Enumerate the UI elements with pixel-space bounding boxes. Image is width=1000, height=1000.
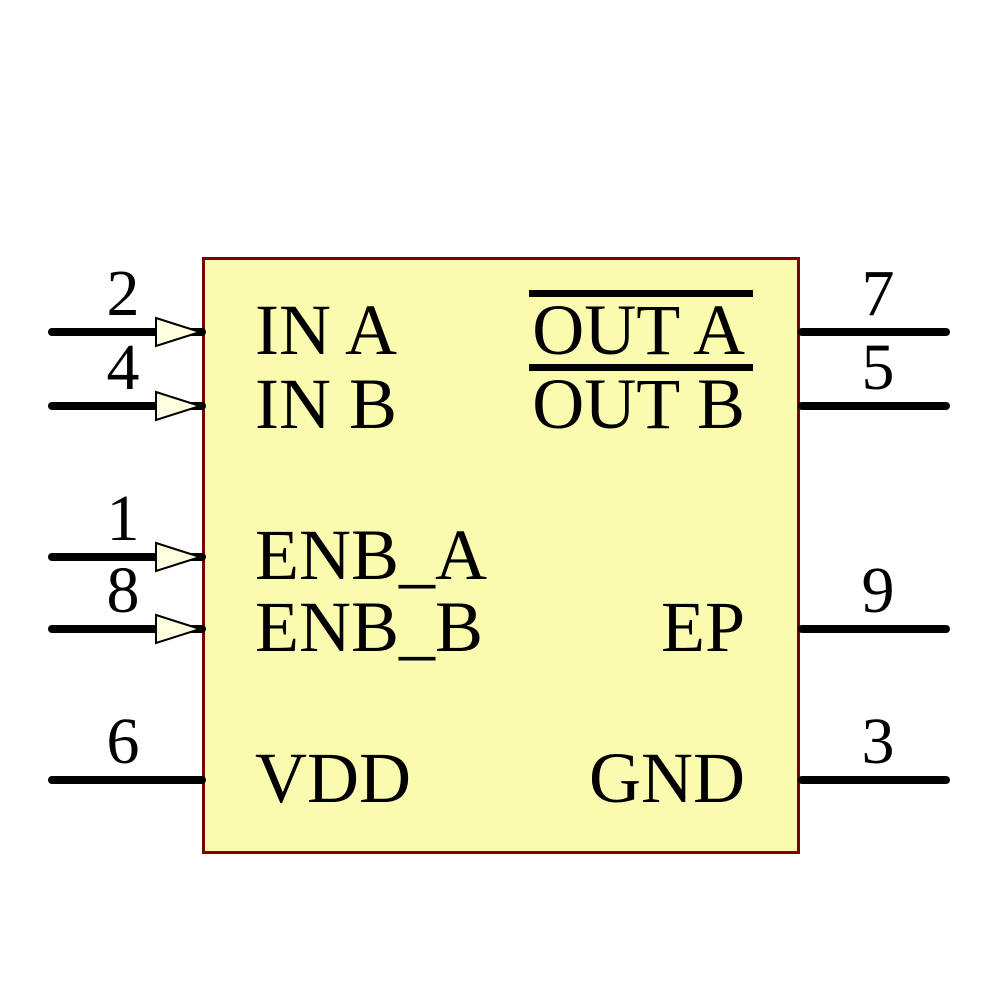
- pin-5-number: 5: [861, 331, 895, 404]
- component-body: [202, 257, 800, 854]
- pin-label-in-a: IN A: [255, 290, 397, 370]
- pin-8-number: 8: [106, 554, 140, 627]
- pin-label-out-a: OUT A: [529, 290, 753, 370]
- pin-6-number: 6: [106, 705, 140, 778]
- pin-2-line: [48, 328, 206, 336]
- pin-7-number: 7: [861, 257, 895, 330]
- pin-2-number: 2: [106, 257, 140, 330]
- pin-3-number: 3: [861, 705, 895, 778]
- pin-label-enb-a: ENB_A: [255, 515, 487, 595]
- input-arrow-icon: [155, 390, 201, 422]
- pin-label-vdd: VDD: [255, 738, 411, 818]
- pin-7-line: [798, 328, 950, 336]
- pin-4-line: [48, 402, 206, 410]
- pin-3-line: [798, 776, 950, 784]
- pin-6-line: [48, 776, 206, 784]
- pin-label-in-b: IN B: [255, 364, 397, 444]
- pin-9-number: 9: [861, 554, 895, 627]
- pin-5-line: [798, 402, 950, 410]
- pin-4-number: 4: [106, 331, 140, 404]
- pin-1-line: [48, 553, 206, 561]
- pin-label-gnd: GND: [589, 738, 745, 818]
- pin-9-line: [798, 625, 950, 633]
- pin-1-number: 1: [106, 482, 140, 555]
- input-arrow-icon: [155, 613, 201, 645]
- pin-label-out-b: OUT B: [529, 364, 753, 444]
- pin-label-ep: EP: [660, 587, 745, 667]
- input-arrow-icon: [155, 541, 201, 573]
- pin-label-enb-b: ENB_B: [255, 587, 484, 667]
- pin-8-line: [48, 625, 206, 633]
- input-arrow-icon: [155, 316, 201, 348]
